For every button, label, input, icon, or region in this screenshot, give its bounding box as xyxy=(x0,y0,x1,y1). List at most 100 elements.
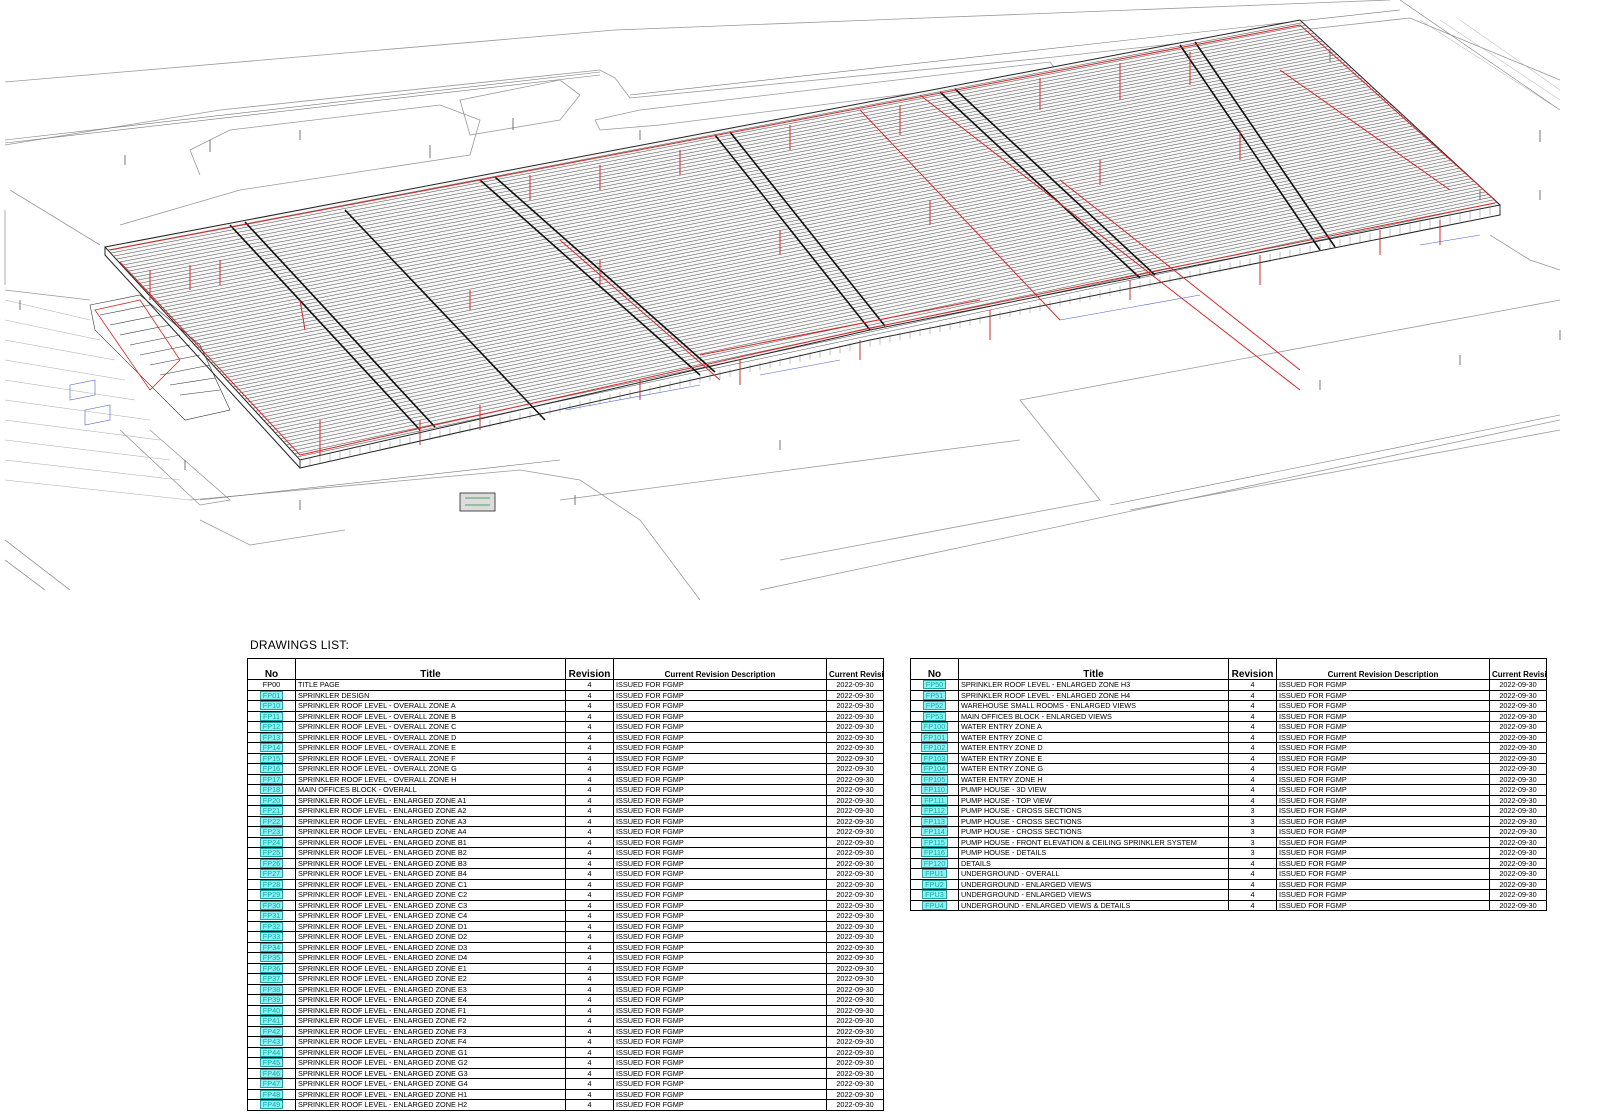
sheet-number-link[interactable]: FP103 xyxy=(920,753,949,763)
sheet-number-link[interactable]: FP31 xyxy=(259,911,284,921)
sheet-number-link[interactable]: FP114 xyxy=(921,827,948,837)
sheet-number-cell[interactable]: FP21 xyxy=(247,805,296,817)
sheet-number-cell[interactable]: FP103 xyxy=(910,752,959,764)
sheet-number-cell[interactable]: FP110 xyxy=(910,784,959,796)
sheet-number-cell[interactable]: FP111 xyxy=(910,794,959,806)
sheet-number-link[interactable]: FP29 xyxy=(259,890,284,900)
sheet-number-link[interactable]: FP11 xyxy=(260,711,283,721)
sheet-number-link[interactable]: FP116 xyxy=(921,848,948,858)
sheet-number-cell[interactable]: FP31 xyxy=(247,910,296,922)
sheet-number-cell[interactable]: FP36 xyxy=(247,962,296,974)
sheet-number-link[interactable]: FP22 xyxy=(259,816,284,826)
sheet-number-link[interactable]: FP21 xyxy=(259,806,284,816)
sheet-number-link[interactable]: FP13 xyxy=(259,732,284,742)
sheet-number-cell[interactable]: FP32 xyxy=(247,920,296,932)
sheet-number-link[interactable]: FP18 xyxy=(259,785,284,795)
sheet-number-cell[interactable]: FP13 xyxy=(247,731,296,743)
sheet-number-cell[interactable]: FPU2 xyxy=(910,878,959,890)
sheet-number-link[interactable]: FP12 xyxy=(259,722,284,732)
sheet-number-link[interactable]: FP28 xyxy=(259,879,284,889)
sheet-number-cell[interactable]: FP11 xyxy=(247,710,296,722)
sheet-number-link[interactable]: FP110 xyxy=(921,785,948,795)
sheet-number-cell[interactable]: FP15 xyxy=(247,752,296,764)
sheet-number-cell[interactable]: FP42 xyxy=(247,1025,296,1037)
sheet-number-cell[interactable]: FP01 xyxy=(247,689,296,701)
sheet-number-cell[interactable]: FP12 xyxy=(247,721,296,733)
sheet-number-cell[interactable]: FPU3 xyxy=(910,889,959,901)
sheet-number-link[interactable]: FP102 xyxy=(920,743,949,753)
sheet-number-cell[interactable]: FP14 xyxy=(247,742,296,754)
sheet-number-link[interactable]: FP30 xyxy=(259,900,284,910)
sheet-number-link[interactable]: FP53 xyxy=(922,711,947,721)
sheet-number-link[interactable]: FP46 xyxy=(259,1068,284,1078)
sheet-number-cell[interactable]: FPU4 xyxy=(910,899,959,911)
sheet-number-cell[interactable]: FP10 xyxy=(247,700,296,712)
sheet-number-cell[interactable]: FP47 xyxy=(247,1078,296,1090)
sheet-number-cell[interactable]: FP114 xyxy=(910,826,959,838)
sheet-number-link[interactable]: FP101 xyxy=(920,732,949,742)
sheet-number-link[interactable]: FP24 xyxy=(259,837,284,847)
sheet-number-cell[interactable]: FP115 xyxy=(910,836,959,848)
sheet-number-cell[interactable]: FP116 xyxy=(910,847,959,859)
sheet-number-cell[interactable]: FP24 xyxy=(247,836,296,848)
sheet-number-cell[interactable]: FP41 xyxy=(247,1015,296,1027)
sheet-number-link[interactable]: FP104 xyxy=(920,764,949,774)
sheet-number-cell[interactable]: FP29 xyxy=(247,889,296,901)
sheet-number-link[interactable]: FP52 xyxy=(922,701,947,711)
sheet-number-link[interactable]: FP14 xyxy=(259,743,284,753)
sheet-number-link[interactable]: FP10 xyxy=(259,701,284,711)
sheet-number-cell[interactable]: FP44 xyxy=(247,1046,296,1058)
sheet-number-cell[interactable]: FP120 xyxy=(910,857,959,869)
sheet-number-cell[interactable]: FPU1 xyxy=(910,868,959,880)
sheet-number-link[interactable]: FP50 xyxy=(922,680,947,690)
sheet-number-link[interactable]: FP38 xyxy=(259,984,284,994)
sheet-number-link[interactable]: FP35 xyxy=(259,953,284,963)
sheet-number-cell[interactable]: FP50 xyxy=(910,679,959,691)
sheet-number-link[interactable]: FP43 xyxy=(259,1037,284,1047)
sheet-number-cell[interactable]: FP26 xyxy=(247,857,296,869)
sheet-number-cell[interactable]: FP17 xyxy=(247,773,296,785)
sheet-number-link[interactable]: FP15 xyxy=(259,753,284,763)
sheet-number-cell[interactable]: FP102 xyxy=(910,742,959,754)
sheet-number-link[interactable]: FP42 xyxy=(259,1026,284,1036)
sheet-number-link[interactable]: FP26 xyxy=(259,858,284,868)
sheet-number-cell[interactable]: FP23 xyxy=(247,826,296,838)
sheet-number-cell[interactable]: FP43 xyxy=(247,1036,296,1048)
sheet-number-link[interactable]: FP120 xyxy=(920,858,949,868)
sheet-number-cell[interactable]: FP40 xyxy=(247,1004,296,1016)
sheet-number-link[interactable]: FP41 xyxy=(259,1016,284,1026)
sheet-number-link[interactable]: FP23 xyxy=(259,827,284,837)
sheet-number-cell[interactable]: FP16 xyxy=(247,763,296,775)
sheet-number-link[interactable]: FP115 xyxy=(921,837,948,847)
sheet-number-cell[interactable]: FP33 xyxy=(247,931,296,943)
sheet-number-cell[interactable]: FP104 xyxy=(910,763,959,775)
sheet-number-link[interactable]: FP100 xyxy=(920,722,949,732)
sheet-number-cell[interactable]: FP18 xyxy=(247,784,296,796)
sheet-number-link[interactable]: FP112 xyxy=(921,806,948,816)
sheet-number-cell[interactable]: FP101 xyxy=(910,731,959,743)
sheet-number-cell[interactable]: FP38 xyxy=(247,983,296,995)
sheet-number-cell[interactable]: FP53 xyxy=(910,710,959,722)
sheet-number-cell[interactable]: FP28 xyxy=(247,878,296,890)
sheet-number-link[interactable]: FP01 xyxy=(259,690,284,700)
sheet-number-cell[interactable]: FP112 xyxy=(910,805,959,817)
sheet-number-cell[interactable]: FP52 xyxy=(910,700,959,712)
sheet-number-link[interactable]: FP47 xyxy=(259,1079,284,1089)
sheet-number-link[interactable]: FP32 xyxy=(259,921,284,931)
sheet-number-cell[interactable]: FP37 xyxy=(247,973,296,985)
sheet-number-link[interactable]: FPU1 xyxy=(922,869,947,879)
sheet-number-link[interactable]: FP20 xyxy=(259,795,284,805)
sheet-number-cell[interactable]: FP45 xyxy=(247,1057,296,1069)
sheet-number-cell[interactable]: FP27 xyxy=(247,868,296,880)
sheet-number-link[interactable]: FP34 xyxy=(259,942,284,952)
sheet-number-link[interactable]: FP45 xyxy=(259,1058,284,1068)
sheet-number-link[interactable]: FP113 xyxy=(921,816,948,826)
sheet-number-cell[interactable]: FP20 xyxy=(247,794,296,806)
sheet-number-link[interactable]: FPU3 xyxy=(922,890,947,900)
sheet-number-link[interactable]: FP44 xyxy=(259,1047,284,1057)
sheet-number-link[interactable]: FP25 xyxy=(259,848,284,858)
sheet-number-cell[interactable]: FP39 xyxy=(247,994,296,1006)
sheet-number-link[interactable]: FP33 xyxy=(259,932,284,942)
sheet-number-cell[interactable]: FP30 xyxy=(247,899,296,911)
sheet-number-link[interactable]: FP16 xyxy=(259,764,284,774)
